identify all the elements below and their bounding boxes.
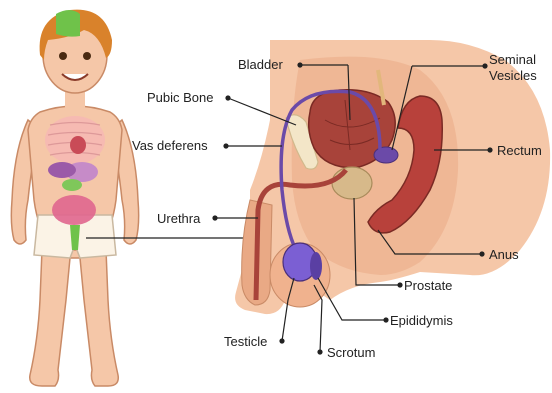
boy-heart [70, 136, 86, 154]
boy-intestine [52, 195, 96, 225]
label-pubic-bone: Pubic Bone [147, 90, 214, 105]
boy-figure [11, 10, 250, 386]
label-urethra: Urethra [157, 211, 200, 226]
boy-legs [30, 250, 119, 386]
boy-right-eye [83, 52, 91, 60]
boy-brain-highlight [56, 10, 80, 37]
boy-left-eye [59, 52, 67, 60]
label-seminal-vesicles-line1: Seminal [489, 52, 536, 67]
label-rectum: Rectum [497, 143, 542, 158]
label-vas-deferens: Vas deferens [132, 138, 208, 153]
label-seminal-vesicles-line2: Vesicles [489, 68, 537, 83]
boy-liver [48, 162, 76, 178]
label-epididymis: Epididymis [390, 313, 453, 328]
label-bladder: Bladder [238, 57, 283, 72]
label-scrotum: Scrotum [327, 345, 375, 360]
epididymis-shape [310, 252, 322, 280]
label-testicle: Testicle [224, 334, 267, 349]
label-anus: Anus [489, 247, 519, 262]
prostate-shape [332, 167, 372, 199]
boy-organ-green [62, 179, 82, 191]
label-prostate: Prostate [404, 278, 452, 293]
seminal-vesicles-shape [374, 147, 398, 163]
